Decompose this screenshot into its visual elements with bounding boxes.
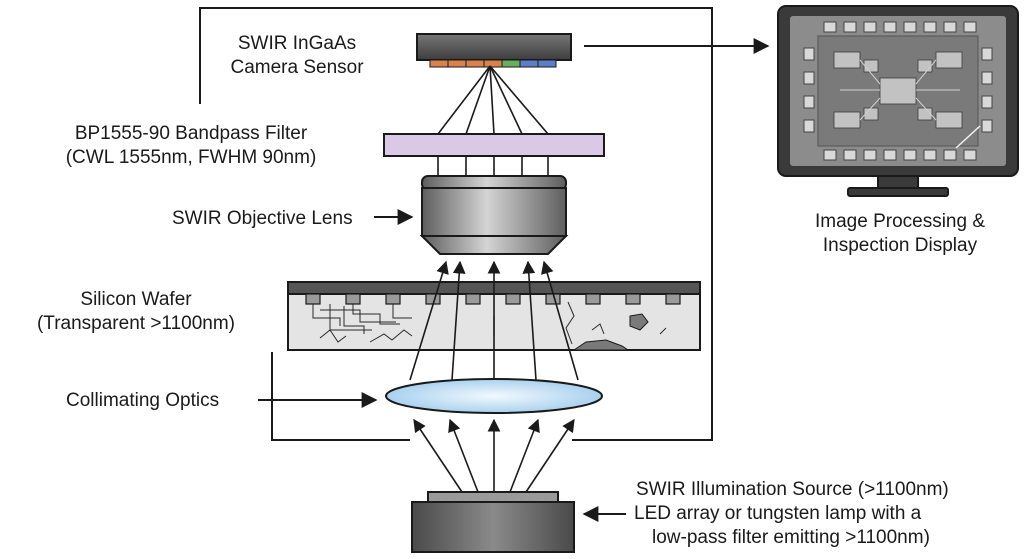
illumination-source-label: SWIR Illumination Source (>1100nm) LED a… [634, 479, 949, 548]
objective-lens [419, 175, 569, 255]
sensor-pixel-strip [429, 59, 557, 68]
bandpass-filter-label: BP1555-90 Bandpass Filter (CWL 1555nm, F… [65, 123, 317, 168]
collimating-optics-label: Collimating Optics [66, 390, 220, 411]
screen-die-image [803, 21, 993, 161]
filter-rays [437, 156, 549, 176]
label-arrows [258, 209, 626, 522]
screen-defect-marker [955, 125, 981, 149]
screen-pads [803, 21, 993, 161]
bandpass-filter [383, 133, 605, 157]
camera-sensor-label: SWIR InGaAs Camera Sensor [230, 33, 364, 78]
wafer-void-defect [629, 313, 649, 331]
signal-loop-lines [199, 7, 713, 441]
inspection-monitor [777, 5, 1019, 197]
wafer-circuit-traces [312, 304, 412, 334]
wafer-rays [409, 260, 579, 381]
source-rays [413, 418, 575, 493]
camera-sensor [416, 33, 572, 68]
wafer-cracks [319, 301, 667, 345]
silicon-wafer-label: Silicon Wafer (Transparent >1100nm) [36, 289, 235, 334]
converging-rays [437, 65, 549, 135]
display-label: Image Processing & Inspection Display [814, 211, 986, 256]
wafer-particle-defect [572, 339, 630, 351]
wafer-bond-pads [305, 293, 681, 305]
objective-lens-label: SWIR Objective Lens [172, 208, 353, 229]
illumination-source [411, 491, 575, 553]
collimating-optics [385, 378, 603, 414]
